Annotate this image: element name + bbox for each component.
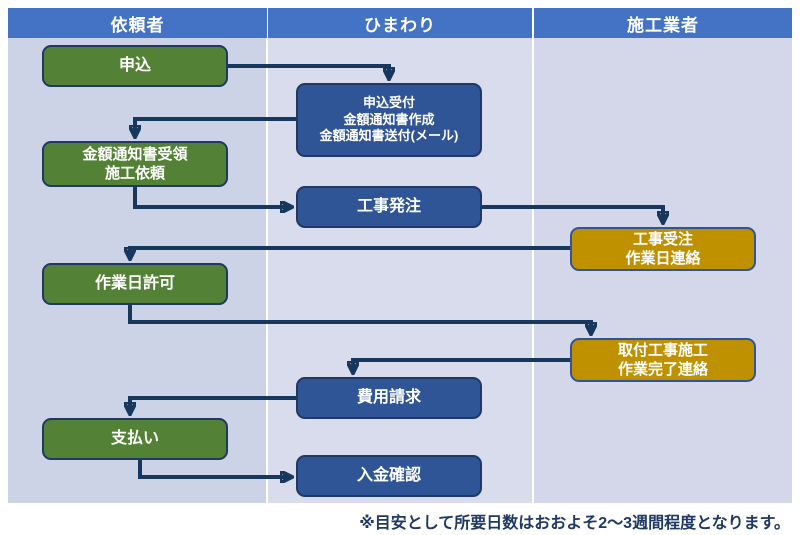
- header-himawari: ひまわり: [268, 8, 532, 38]
- lane-divider: [532, 8, 534, 503]
- node-order-accept: 工事受注 作業日連絡: [570, 227, 756, 271]
- node-notice-receipt: 金額通知書受領 施工依頼: [42, 141, 228, 187]
- node-payment-confirm: 入金確認: [296, 455, 482, 497]
- node-label: 金額通知書作成: [343, 111, 435, 127]
- node-label: 工事発注: [356, 197, 421, 215]
- footnote: ※目安として所要日数はおおよそ2～3週間程度となります。: [359, 515, 790, 532]
- node-label: 工事受注: [632, 230, 693, 248]
- node-label: 作業日連絡: [625, 250, 701, 267]
- node-label: 申込: [118, 56, 151, 74]
- header-client: 依頼者: [8, 8, 267, 38]
- node-label: 入金確認: [356, 466, 421, 484]
- node-label: 金額通知書受領: [82, 145, 188, 163]
- node-label: 施工依頼: [104, 165, 165, 182]
- node-label: 金額通知書送付(メール): [319, 128, 459, 144]
- header-contractor: 施工業者: [534, 8, 792, 38]
- node-reception: 申込受付 金額通知書作成 金額通知書送付(メール): [296, 83, 482, 157]
- node-label: 申込受付: [362, 94, 415, 110]
- lane-divider: [266, 8, 268, 503]
- node-payment: 支払い: [42, 418, 228, 460]
- node-billing: 費用請求: [296, 377, 482, 419]
- node-workday-approval: 作業日許可: [42, 263, 228, 305]
- node-label: 取付工事施工: [617, 341, 708, 359]
- node-install: 取付工事施工 作業完了連絡: [570, 338, 756, 382]
- node-label: 作業完了連絡: [617, 361, 708, 378]
- node-label: 作業日許可: [94, 274, 175, 292]
- node-label: 費用請求: [356, 388, 421, 406]
- node-order: 工事発注: [296, 186, 482, 228]
- node-application: 申込: [42, 45, 228, 87]
- node-label: 支払い: [110, 429, 159, 447]
